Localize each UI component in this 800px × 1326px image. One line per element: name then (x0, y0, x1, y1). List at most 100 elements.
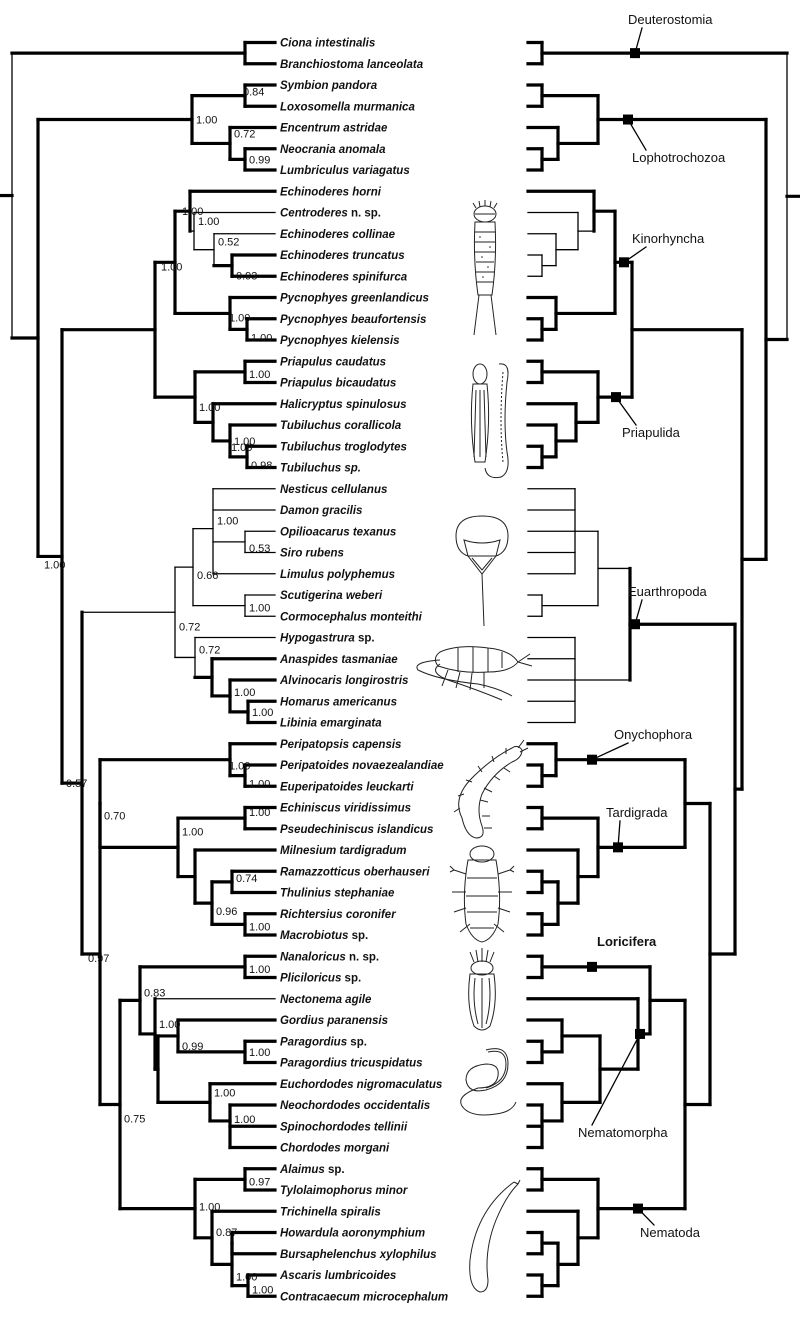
support-value: 0.66 (197, 570, 218, 582)
support-value: 1.00 (236, 1271, 257, 1283)
clade-markers: DeuterostomiaLophotrochozoaKinorhynchaPr… (578, 12, 726, 1240)
taxon-label: Tubiluchus sp. (280, 463, 361, 475)
support-value: 0.97 (249, 1176, 270, 1188)
support-value: 0.70 (104, 811, 125, 823)
taxon-label: Paragordius sp. (280, 1036, 367, 1048)
taxon-label: Echinoderes horni (280, 186, 382, 198)
taxon-label: Damon gracilis (280, 505, 362, 517)
clade-label: Priapulida (622, 425, 681, 440)
taxon-label: Peripatoides novaezealandiae (280, 760, 444, 772)
support-value: 1.00 (229, 761, 250, 773)
clade-label: Onychophora (614, 727, 693, 742)
clade-label: Tardigrada (606, 805, 668, 820)
velvet-worm-drawing (453, 739, 529, 839)
taxon-label: Pseudechiniscus islandicus (280, 824, 433, 836)
support-value: 0.96 (216, 906, 237, 918)
taxon-label: Scutigerina weberi (280, 590, 383, 602)
taxon-label: Trichinella spiralis (280, 1206, 381, 1218)
taxon-label: Opilioacarus texanus (280, 526, 396, 538)
shrimp-drawing (416, 646, 533, 701)
loriciferan-drawing (468, 948, 496, 1031)
taxon-label: Alvinocaris longirostris (279, 675, 408, 687)
taxon-label: Thulinius stephaniae (280, 888, 395, 900)
support-value: 1.00 (214, 1087, 235, 1099)
taxon-label: Homarus americanus (280, 696, 397, 708)
taxon-label: Ascaris lumbricoides (279, 1270, 396, 1282)
taxon-label: Alaimus sp. (279, 1164, 345, 1176)
taxon-label: Loxosomella murmanica (280, 101, 415, 113)
support-value: 0.93 (236, 271, 257, 283)
clade-node-marker (587, 961, 597, 972)
support-value: 1.00 (249, 369, 270, 381)
support-value: 1.00 (249, 807, 270, 819)
support-value: 1.00 (159, 1019, 180, 1031)
taxon-label: Spinochordodes tellinii (280, 1121, 408, 1133)
clade-leader-line (634, 599, 643, 626)
taxon-label: Priapulus caudatus (280, 356, 386, 368)
taxon-label: Euperipatoides leuckarti (280, 781, 414, 793)
taxon-label: Centroderes n. sp. (280, 208, 381, 220)
support-value: 0.72 (179, 621, 200, 633)
taxon-label: Hypogastrura sp. (280, 633, 375, 645)
taxon-label: Tylolaimophorus minor (280, 1185, 408, 1197)
support-value: 1.00 (182, 826, 203, 838)
support-value: 1.00 (234, 687, 255, 699)
support-value: 1.00 (249, 603, 270, 615)
clade-leader-line (591, 1033, 641, 1126)
support-value: 1.00 (217, 516, 238, 528)
horsehair-worm-drawing (460, 1048, 517, 1116)
support-value: 0.74 (236, 873, 257, 885)
support-value: 1.00 (231, 442, 252, 454)
support-value: 0.98 (251, 460, 272, 472)
clade-label: Lophotrochozoa (632, 150, 726, 165)
taxon-label: Peripatopsis capensis (280, 739, 401, 751)
taxon-label: Echiniscus viridissimus (280, 803, 411, 815)
taxon-label: Ramazzotticus oberhauseri (280, 866, 430, 878)
taxon-label: Limulus polyphemus (280, 569, 395, 581)
taxon-label: Contracaecum microcephalum (280, 1291, 448, 1303)
support-value: 0.87 (216, 1227, 237, 1239)
taxon-label: Pycnophyes kielensis (280, 335, 400, 347)
taxon-label: Milnesium tardigradum (280, 845, 407, 857)
taxon-label: Nanaloricus n. sp. (280, 951, 379, 963)
taxon-label: Pliciloricus sp. (280, 973, 361, 985)
support-value: 1.00 (252, 707, 273, 719)
support-value: 1.00 (44, 559, 65, 571)
support-value: 1.00 (249, 964, 270, 976)
clade-label: Euarthropoda (628, 584, 708, 599)
taxon-label: Branchiostoma lanceolata (280, 59, 424, 71)
illustrations (416, 200, 533, 1293)
taxon-label: Symbion pandora (280, 80, 378, 92)
taxon-label: Gordius paranensis (280, 1015, 388, 1027)
taxon-label: Priapulus bicaudatus (280, 378, 396, 390)
taxon-label: Howardula aoronymphium (280, 1228, 425, 1240)
taxon-label: Encentrum astridae (280, 123, 388, 135)
support-value: 0.72 (234, 128, 255, 140)
taxon-label: Bursaphelenchus xylophilus (280, 1249, 437, 1261)
support-value: 0.72 (199, 644, 220, 656)
support-value: 0.75 (124, 1114, 145, 1126)
support-value: 1.00 (196, 115, 217, 127)
taxon-label: Echinoderes spinifurca (280, 271, 408, 283)
taxon-label: Tubiluchus troglodytes (280, 441, 407, 453)
clade-label: Loricifera (597, 934, 657, 949)
support-value: 1.00 (251, 332, 272, 344)
left-tree (0, 40, 277, 1298)
taxon-label: Pycnophyes beaufortensis (280, 314, 426, 326)
support-value: 0.52 (218, 237, 239, 249)
taxon-label: Ciona intestinalis (280, 38, 375, 50)
taxon-label: Libinia emarginata (280, 718, 382, 730)
support-value: 1.00 (234, 436, 255, 448)
taxon-label: Paragordius tricuspidatus (280, 1058, 423, 1070)
taxon-label: Euchordodes nigromaculatus (280, 1079, 442, 1091)
clade-label: Nematomorpha (578, 1125, 668, 1140)
taxon-label: Cormocephalus monteithi (280, 611, 423, 623)
kinorhynch-drawing (472, 200, 498, 336)
taxon-label: Halicryptus spinulosus (280, 399, 407, 411)
taxon-label: Pycnophyes greenlandicus (280, 293, 429, 305)
support-value: 0.57 (66, 778, 87, 790)
support-value: 1.00 (252, 1285, 273, 1297)
